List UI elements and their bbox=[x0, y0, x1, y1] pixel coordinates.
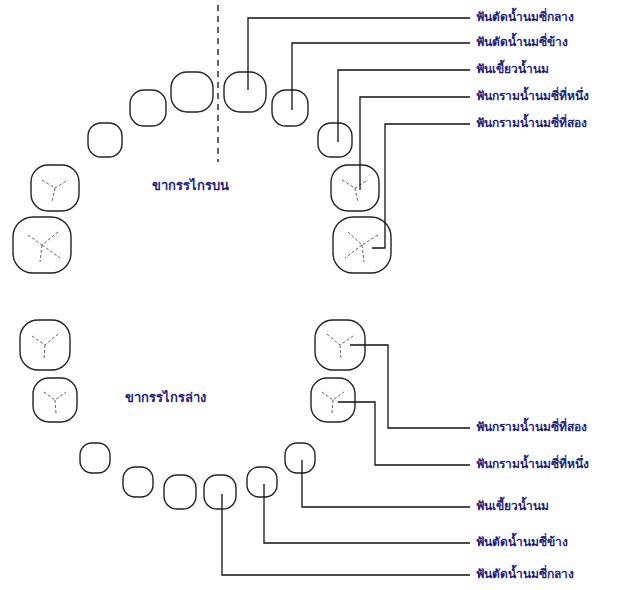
jaw-label: ขากรรไกรบน bbox=[152, 178, 229, 195]
tooth bbox=[130, 90, 166, 126]
jaw-label: ขากรรไกรล่าง bbox=[125, 390, 206, 407]
leader-line bbox=[360, 97, 470, 190]
leader-line bbox=[222, 494, 470, 575]
tooth bbox=[80, 443, 110, 473]
leader-line bbox=[264, 484, 470, 543]
tooth bbox=[88, 123, 122, 157]
fissure bbox=[42, 180, 68, 202]
part-label: ฟันกรามน้ำนมซี่ที่สอง bbox=[476, 116, 587, 132]
lower-teeth bbox=[20, 320, 365, 509]
leader-lines bbox=[222, 18, 470, 575]
fissure bbox=[32, 334, 58, 360]
tooth bbox=[13, 217, 71, 273]
leader-line bbox=[372, 124, 470, 248]
part-label: ฟันตัดน้ำนมซี่ข้าง bbox=[476, 535, 568, 551]
fissure bbox=[44, 392, 66, 413]
leader-line bbox=[248, 18, 470, 90]
part-label: ฟันตัดน้ำนมซี่ข้าง bbox=[476, 35, 568, 51]
tooth bbox=[318, 123, 352, 157]
tooth bbox=[331, 165, 379, 211]
part-label: ฟันเขี้ยวน้ำนม bbox=[476, 499, 549, 515]
tooth-fissures bbox=[28, 180, 378, 413]
midline bbox=[217, 5, 218, 162]
tooth bbox=[20, 320, 70, 370]
fissure bbox=[345, 232, 378, 262]
tooth bbox=[33, 378, 77, 422]
tooth bbox=[311, 378, 355, 422]
tooth bbox=[272, 90, 308, 126]
part-label: ฟันตัดน้ำนมซี่กลาง bbox=[476, 567, 574, 583]
tooth bbox=[247, 467, 277, 497]
fissure bbox=[327, 334, 353, 360]
part-label: ฟันกรามน้ำนมซี่ที่หนึ่ง bbox=[476, 89, 589, 105]
part-label: ฟันตัดน้ำนมซี่กลาง bbox=[476, 10, 574, 26]
tooth bbox=[123, 467, 153, 497]
leader-line bbox=[292, 43, 470, 110]
part-label: ฟันกรามน้ำนมซี่ที่สอง bbox=[476, 420, 587, 436]
leader-line bbox=[338, 70, 470, 142]
leader-line bbox=[350, 345, 470, 428]
part-label: ฟันเขี้ยวน้ำนม bbox=[476, 62, 549, 78]
fissure bbox=[342, 180, 368, 202]
tooth bbox=[171, 72, 213, 112]
tooth bbox=[164, 475, 196, 509]
tooth bbox=[224, 72, 266, 112]
tooth bbox=[204, 475, 236, 509]
tooth bbox=[333, 217, 391, 273]
leader-line bbox=[338, 402, 470, 465]
fissure bbox=[28, 232, 60, 262]
leader-line bbox=[302, 460, 470, 507]
part-label: ฟันกรามน้ำนมซี่ที่หนึ่ง bbox=[476, 457, 589, 473]
tooth bbox=[285, 443, 315, 473]
upper-teeth bbox=[13, 72, 391, 273]
tooth bbox=[31, 165, 79, 211]
